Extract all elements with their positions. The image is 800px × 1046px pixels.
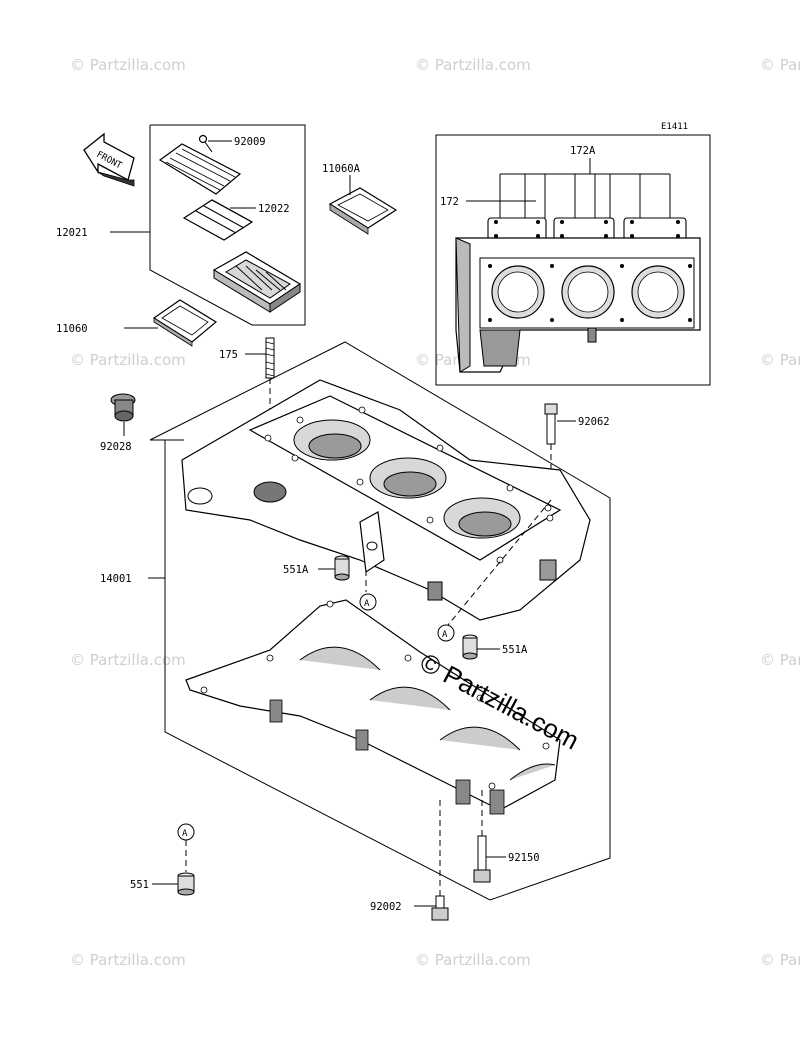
watermark: © Partzilla.com (760, 351, 800, 369)
watermark: © Partzilla.com (760, 651, 800, 669)
watermark: © Partzilla.com (415, 951, 531, 969)
bolt-92062-part: 92062 (544, 403, 610, 500)
dowel-551a-right-part: 551A (462, 634, 528, 660)
label-92028: 92028 (100, 441, 132, 453)
bolt-92150-part: 92150 (473, 790, 540, 883)
reed-petals-part (182, 199, 254, 241)
upper-crankcase-part (181, 379, 591, 621)
label-92002: 92002 (370, 901, 402, 913)
label-551: 551 (130, 879, 149, 891)
watermark-layer: © Partzilla.com © Partzilla.com © Partzi… (70, 56, 800, 969)
diagram-code: E1411 (661, 122, 688, 132)
ref-marker-a: A (359, 570, 377, 611)
watermark: © Partzilla.com (760, 951, 800, 969)
watermark: © Partzilla.com (70, 351, 186, 369)
gasket-11060-part: 11060 (56, 299, 218, 347)
watermark: © Partzilla.com (70, 951, 186, 969)
bolt-92002-part: 92002 (370, 800, 449, 921)
watermark: © Partzilla.com (70, 651, 186, 669)
watermark: © Partzilla.com (70, 56, 186, 74)
label-92062: 92062 (578, 416, 610, 428)
label-551a-left: 551A (283, 564, 309, 576)
label-551a-right: 551A (502, 644, 528, 656)
lower-crankcase-part (185, 599, 561, 815)
svg-text:A: A (364, 599, 370, 609)
label-172: 172 (440, 196, 459, 208)
label-175: 175 (219, 349, 238, 361)
ref-marker-a: A (182, 829, 188, 839)
bushing-92028-part: 92028 (100, 393, 136, 453)
svg-text:A: A (442, 630, 448, 640)
reed-valve-group: 92009 12022 12021 (56, 124, 306, 326)
reed-stopper-part (158, 143, 242, 195)
front-arrow-icon: FRONT (83, 132, 135, 187)
dowel-551a-left-part: 551A (283, 555, 350, 581)
label-12021: 12021 (56, 227, 88, 239)
label-11060a: 11060A (322, 163, 361, 175)
ref-marker-a: A (437, 499, 552, 642)
reed-block-part (212, 251, 302, 313)
label-14001: 14001 (100, 573, 132, 585)
label-92009: 92009 (234, 136, 266, 148)
label-11060: 11060 (56, 323, 88, 335)
crankcase-outline: 14001 (100, 341, 611, 901)
label-172a: 172A (570, 145, 596, 157)
watermark: © Partzilla.com (415, 56, 531, 74)
gasket-11060a-part: 11060A (322, 163, 398, 235)
screw-92009-part (198, 134, 213, 153)
label-92150: 92150 (508, 852, 540, 864)
dowel-551-part: A 551 (130, 823, 195, 896)
watermark: © Partzilla.com (760, 56, 800, 74)
label-12022: 12022 (258, 203, 290, 215)
inset-crankcase-view: 172A 172 (435, 134, 711, 386)
